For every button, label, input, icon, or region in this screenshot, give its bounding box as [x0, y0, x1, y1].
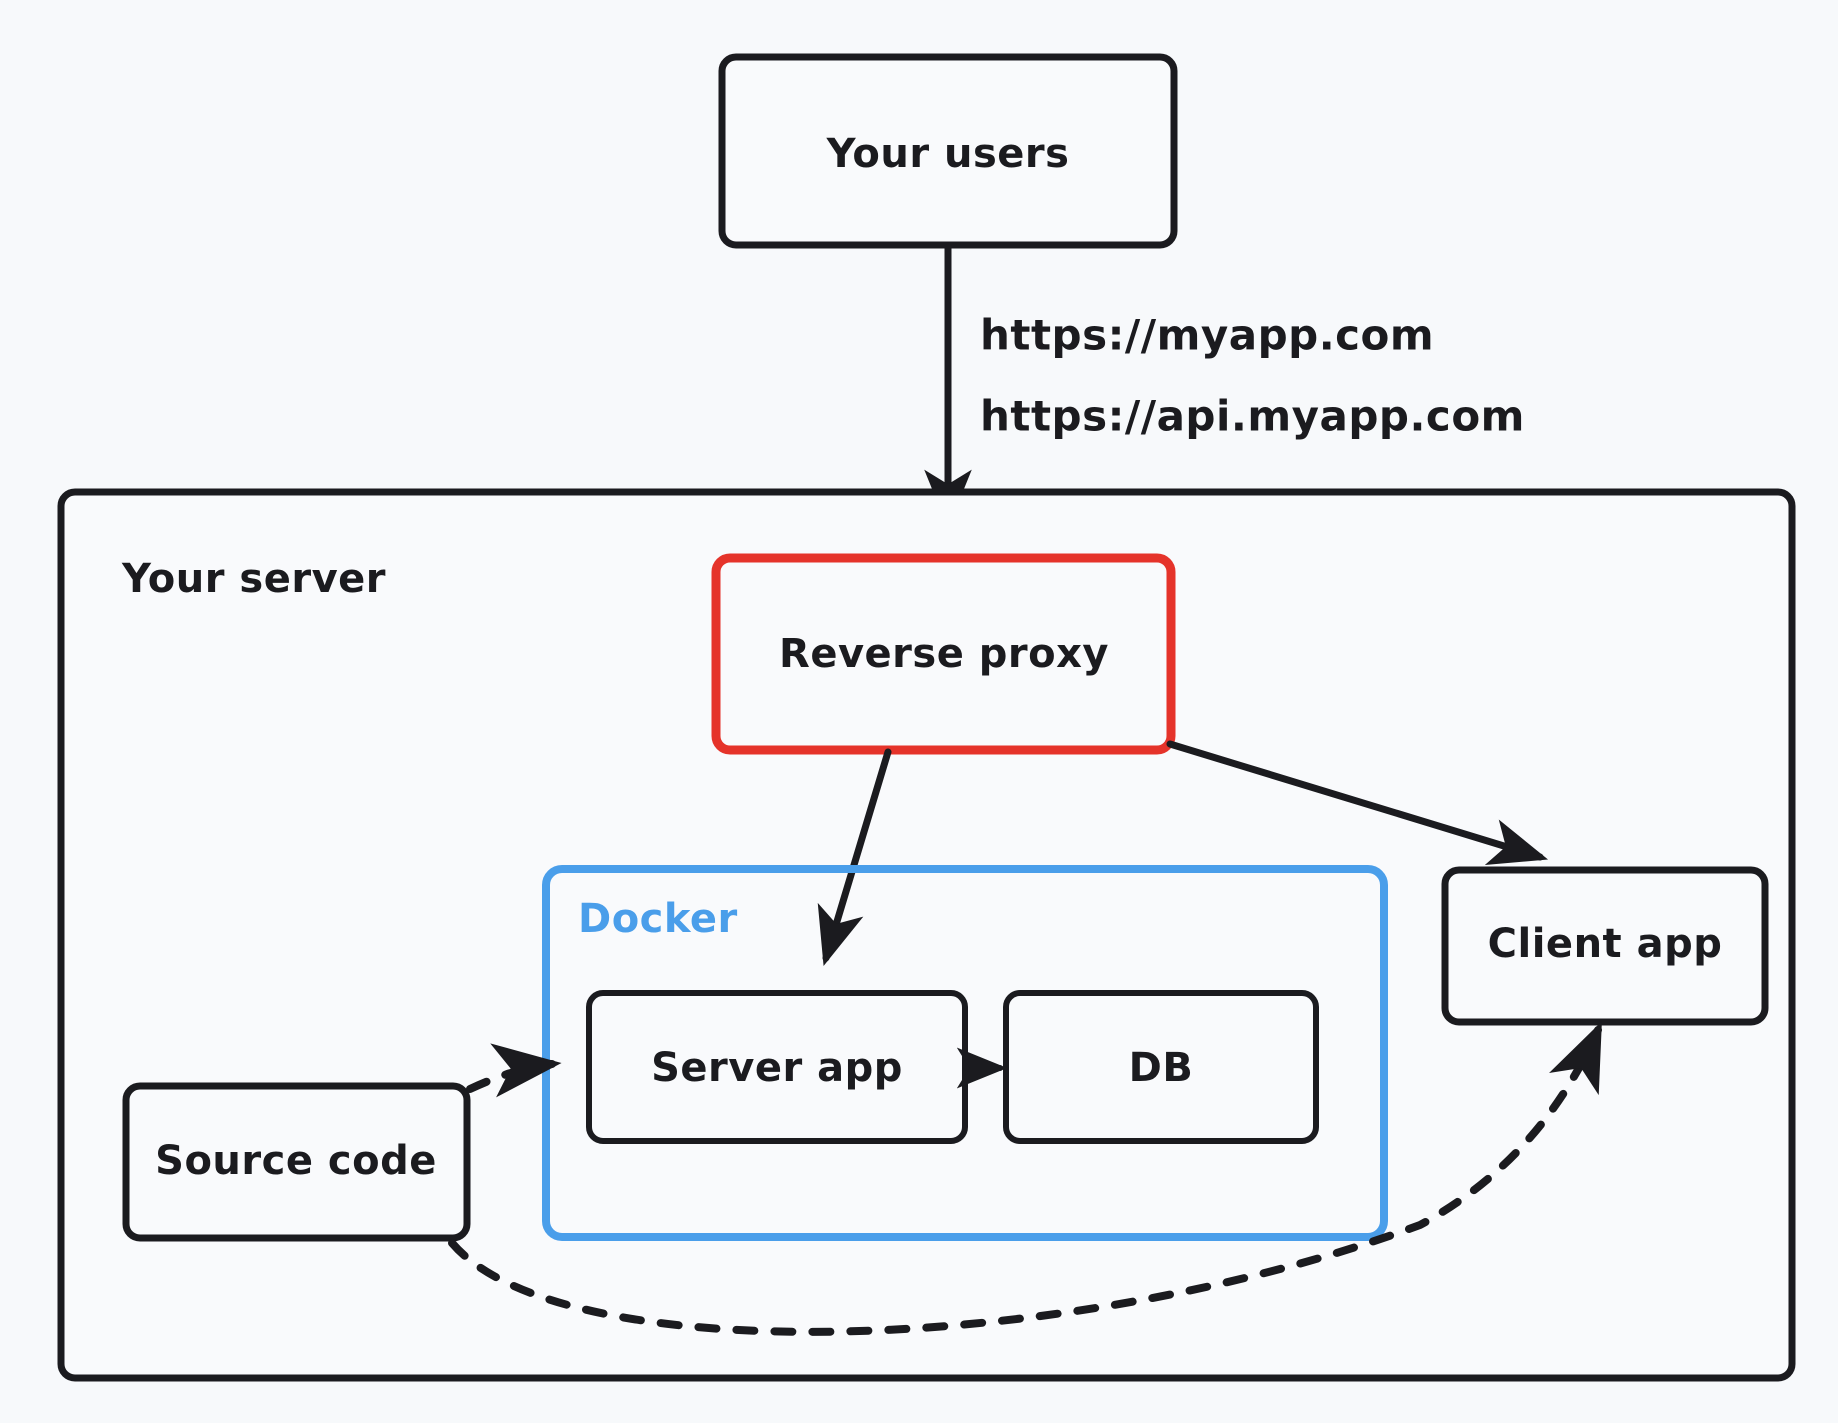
source-code-box — [122, 1082, 471, 1242]
your-server-box — [57, 488, 1796, 1382]
group-your-server: Your server — [57, 488, 1796, 1382]
client-app-label: Client app — [1488, 921, 1723, 967]
edge-label-url-web: https://myapp.com — [980, 311, 1434, 360]
node-source-code[interactable]: Source code — [122, 1082, 471, 1242]
your-users-label: Your users — [826, 131, 1070, 177]
node-db[interactable]: DB — [1003, 990, 1319, 1144]
client-app-box — [1441, 866, 1769, 1026]
edge-source-code-to-server-app — [466, 1043, 562, 1098]
node-server-app[interactable]: Server app — [586, 990, 968, 1144]
node-your-users[interactable]: Your users — [718, 53, 1178, 249]
edge-reverse-proxy-to-server-app — [817, 748, 892, 967]
your-server-label: Your server — [121, 556, 386, 602]
edge-label-url-api: https://api.myapp.com — [980, 392, 1525, 441]
db-box — [1003, 990, 1319, 1144]
node-client-app[interactable]: Client app — [1441, 866, 1769, 1026]
edge-reverse-proxy-to-client-app — [1166, 740, 1549, 866]
server-app-label: Server app — [651, 1045, 903, 1091]
reverse-proxy-label: Reverse proxy — [779, 631, 1109, 677]
reverse-proxy-box — [711, 553, 1176, 755]
source-code-label: Source code — [155, 1138, 437, 1184]
edge-source-code-to-client-app — [448, 1021, 1602, 1336]
node-reverse-proxy[interactable]: Reverse proxy — [711, 553, 1176, 755]
docker-label: Docker — [578, 896, 738, 942]
db-label: DB — [1129, 1045, 1194, 1091]
